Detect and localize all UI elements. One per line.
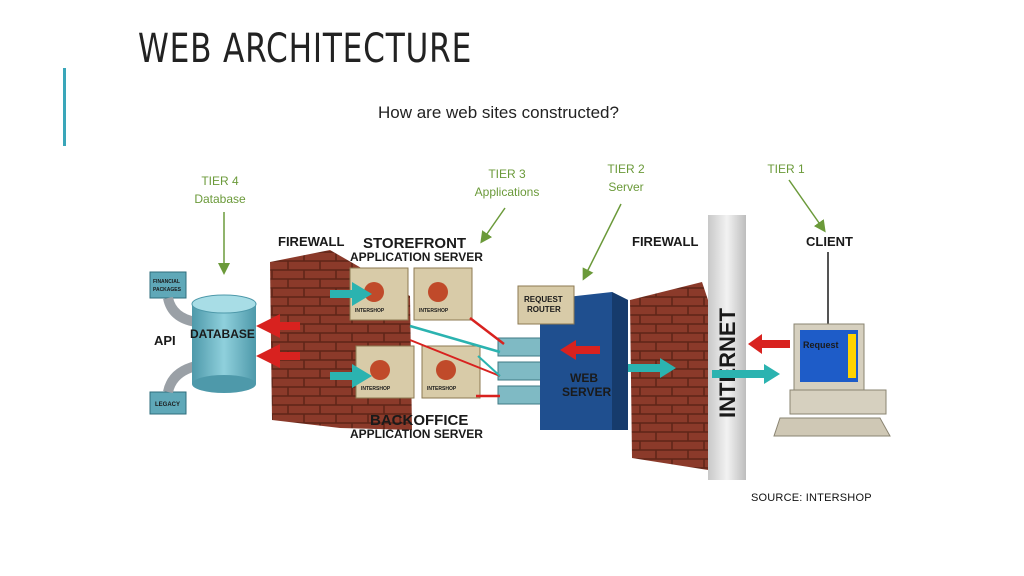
accent-bar	[63, 68, 66, 146]
storefront-server-box-1: INTERSHOP	[349, 267, 409, 321]
database-cylinder	[191, 294, 257, 393]
firewall-right-label: FIREWALL	[632, 234, 698, 249]
request-router-box	[517, 285, 575, 325]
arrow-client-request	[748, 334, 790, 354]
svg-text:INTERSHOP: INTERSHOP	[355, 308, 385, 314]
internet-pole	[708, 215, 746, 480]
tier1-pointer	[788, 179, 826, 233]
arrow-db-to-storefront	[256, 314, 300, 338]
api-pipe-bottom	[163, 361, 198, 394]
storefront-label-1: STOREFRONT	[363, 235, 466, 252]
tier4-label: TIER 4 Database	[187, 172, 253, 208]
tier2-pointer	[582, 203, 622, 281]
web-server-side	[612, 292, 628, 430]
tier3-pointer	[480, 207, 506, 244]
backoffice-label-2: APPLICATION SERVER	[350, 427, 483, 441]
backoffice-server-box-2: INTERSHOP	[421, 345, 481, 399]
financial-packages-box	[149, 271, 187, 299]
tier3-desc: Applications	[474, 185, 540, 199]
slide-subtitle: How are web sites constructed?	[378, 103, 619, 122]
tier2-desc: Server	[608, 180, 644, 194]
request-router-label-1: REQUEST	[524, 295, 563, 304]
storefront-label-2: APPLICATION SERVER	[350, 250, 483, 264]
tier3-name: TIER 3	[488, 167, 526, 181]
tier1-name: TIER 1	[767, 162, 805, 176]
svg-text:INTERSHOP: INTERSHOP	[419, 308, 449, 314]
database-label: DATABASE	[190, 327, 255, 341]
tier3-label: TIER 3 Applications	[466, 165, 548, 201]
source-credit: SOURCE: INTERSHOP	[751, 492, 872, 504]
client-monitor	[793, 323, 865, 391]
financial-label-1: FINANCIAL	[153, 279, 180, 285]
tier4-desc: Database	[194, 192, 246, 206]
web-server-label-1: WEB	[570, 371, 598, 385]
line-cross-1	[409, 324, 501, 354]
firewall-left-label: FIREWALL	[278, 234, 344, 249]
tier1-label: TIER 1	[756, 160, 816, 178]
storefront-server-box-2: INTERSHOP	[413, 267, 473, 321]
slide-title: WEB ARCHITECTURE	[138, 26, 473, 72]
tier2-label: TIER 2 Server	[596, 160, 656, 196]
tier2-name: TIER 2	[607, 162, 645, 176]
arrow-client-response	[712, 364, 780, 384]
client-keyboard	[773, 417, 891, 437]
line-storefront-adapter	[469, 317, 505, 345]
web-server-label-2: SERVER	[562, 385, 611, 399]
arrow-storefront-out	[330, 282, 372, 306]
monitor-request-text: Request	[803, 340, 839, 350]
api-pipe-top	[163, 296, 198, 327]
backoffice-label-1: BACKOFFICE	[370, 412, 468, 429]
arrow-backoffice-out	[330, 364, 372, 388]
tier4-name: TIER 4	[201, 174, 239, 188]
financial-label-2: PACKAGES	[153, 287, 182, 293]
arrow-db-to-backoffice	[256, 344, 300, 368]
api-label: API	[154, 333, 176, 348]
firewall-right-wall	[630, 282, 708, 470]
client-cpu-unit	[789, 389, 887, 415]
arrow-router-request	[560, 340, 600, 360]
backoffice-server-box-1: INTERSHOP	[355, 345, 415, 399]
line-cross-3	[477, 355, 501, 377]
svg-text:INTERSHOP: INTERSHOP	[427, 386, 457, 392]
request-router-label-2: ROUTER	[527, 305, 561, 314]
web-server-block	[540, 292, 628, 430]
internet-label: INTERNET	[715, 307, 740, 418]
arrow-firewall-response	[628, 358, 676, 378]
legacy-label: LEGACY	[155, 402, 180, 408]
line-cross-2	[409, 339, 501, 377]
svg-text:INTERSHOP: INTERSHOP	[361, 386, 391, 392]
client-label: CLIENT	[806, 234, 853, 249]
